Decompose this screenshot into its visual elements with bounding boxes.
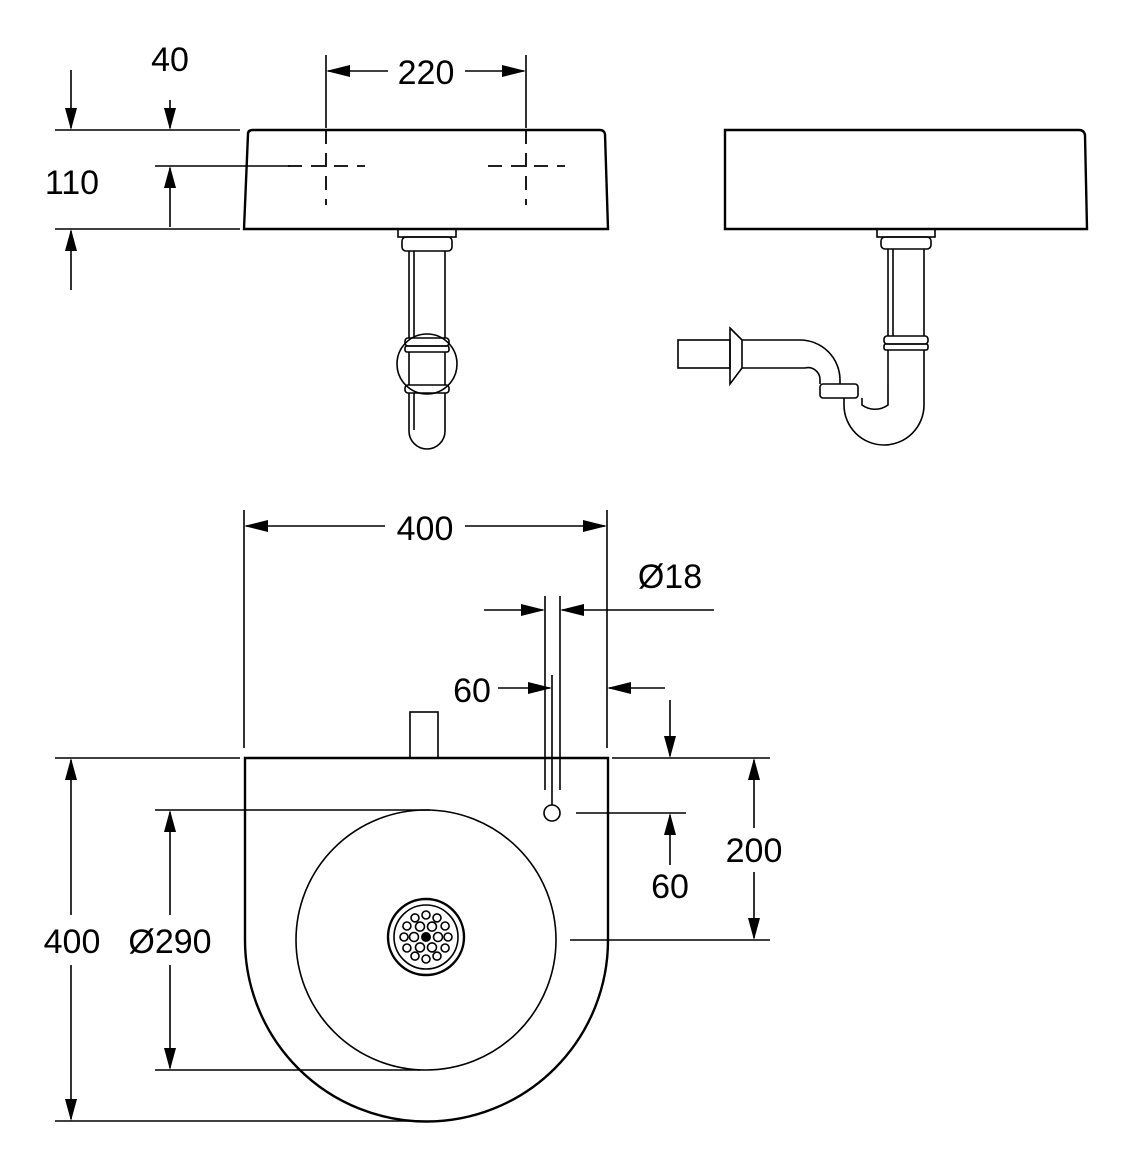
strainer-hole bbox=[426, 921, 438, 932]
strainer-hole bbox=[432, 951, 442, 961]
strainer-hole bbox=[440, 943, 450, 953]
strainer-hole bbox=[440, 921, 450, 931]
front-view: 40 110 220 bbox=[45, 41, 610, 450]
strainer-hole bbox=[421, 910, 431, 920]
front-waste-pipe bbox=[396, 228, 458, 450]
strainer-hole bbox=[414, 942, 426, 953]
top-basin-outline bbox=[243, 756, 610, 1123]
dim-tap-hole-spacing: 220 bbox=[398, 54, 455, 92]
top-view: 400 Ø18 60 60 200 400 Ø290 bbox=[44, 510, 783, 1123]
strainer-hole bbox=[432, 931, 444, 943]
strainer-hole bbox=[402, 943, 412, 953]
strainer-hole bbox=[432, 913, 442, 923]
dim-bowl-diameter: Ø290 bbox=[128, 923, 211, 961]
top-dimension-lines bbox=[55, 510, 770, 1122]
strainer-hole bbox=[410, 913, 420, 923]
tap-hole bbox=[543, 804, 561, 822]
strainer-hole bbox=[443, 932, 453, 942]
strainer-hole bbox=[421, 954, 431, 964]
front-basin-outline bbox=[242, 128, 610, 231]
strainer-hole bbox=[402, 921, 412, 931]
strainer-hole bbox=[399, 932, 409, 942]
dim-top-width: 400 bbox=[397, 510, 454, 548]
dim-tap-hole-diameter: Ø18 bbox=[638, 558, 702, 596]
side-basin-outline bbox=[723, 128, 1089, 231]
dim-tap-hole-edge-offset: 60 bbox=[453, 672, 491, 710]
dim-bowl-center-depth: 200 bbox=[726, 832, 783, 870]
strainer-hole bbox=[414, 921, 426, 932]
tap-hole-marks bbox=[288, 130, 565, 205]
dim-front-top-offset: 40 bbox=[151, 41, 189, 79]
dim-tap-hole-back-offset: 60 bbox=[651, 868, 689, 906]
side-siphon-trap bbox=[677, 228, 936, 446]
dim-top-depth: 400 bbox=[44, 923, 101, 961]
drain-strainer bbox=[386, 897, 466, 977]
side-view bbox=[677, 128, 1089, 446]
strainer-hole bbox=[426, 942, 438, 953]
dim-front-height: 110 bbox=[45, 164, 99, 202]
wall-bracket bbox=[409, 711, 439, 759]
strainer-hole bbox=[408, 931, 420, 943]
strainer-hole bbox=[410, 951, 420, 961]
front-dimension-lines bbox=[55, 55, 527, 290]
